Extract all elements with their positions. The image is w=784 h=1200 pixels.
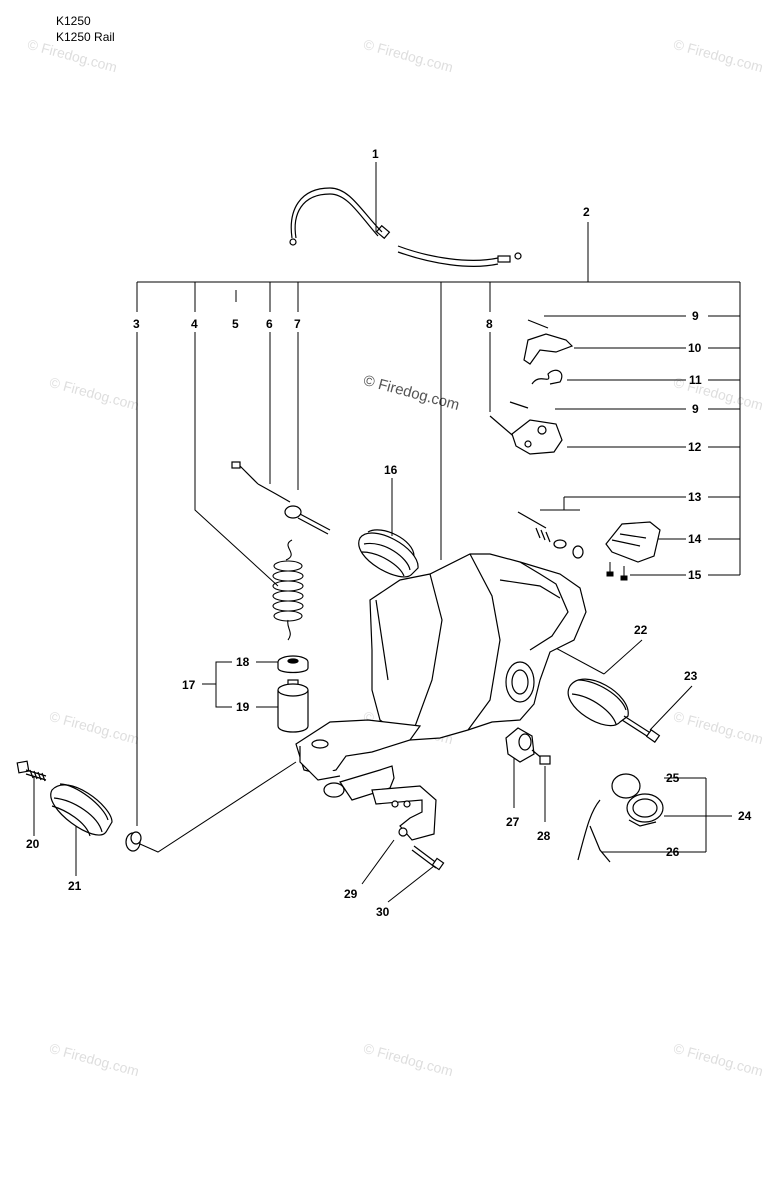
bracket-bolt-part [411, 845, 445, 871]
rubber-mount-part [505, 727, 535, 763]
pin-spring-part [517, 511, 584, 559]
mount-screw-part [531, 749, 551, 765]
small-screw-part [606, 562, 628, 581]
buffer-cap-part [277, 655, 309, 674]
spring-part [272, 539, 304, 641]
model-variant-label: K1250 Rail [56, 30, 115, 44]
callout-label: 30 [376, 905, 390, 919]
screw-part [16, 760, 47, 782]
callout-label: 20 [26, 837, 40, 851]
callout-label: 23 [684, 669, 698, 683]
throttle-rod-part [231, 461, 331, 535]
callout-label: 10 [688, 341, 702, 355]
callout-label: 14 [688, 532, 702, 546]
long-screw-part [621, 715, 661, 743]
callout-label: 5 [232, 317, 239, 331]
callout-label: 24 [738, 809, 752, 823]
callout-label: 9 [692, 309, 699, 323]
callout-label: 12 [688, 440, 702, 454]
main-frame-housing [369, 553, 587, 741]
rubber-bellows-part [358, 529, 419, 578]
throttle-cable-part [289, 187, 522, 267]
callout-label: 22 [634, 623, 648, 637]
callout-label: 13 [688, 490, 702, 504]
callout-label: 4 [191, 317, 198, 331]
callout-label: 18 [236, 655, 250, 669]
callout-label: 19 [236, 700, 250, 714]
callout-label: 28 [537, 829, 551, 843]
callout-label: 27 [506, 815, 520, 829]
diagram-header: K1250 K1250 Rail [56, 13, 115, 45]
rear-bellows-part [567, 678, 629, 727]
fuel-cap-part [577, 773, 664, 863]
callout-label: 16 [384, 463, 398, 477]
callout-label: 7 [294, 317, 301, 331]
callout-label: 29 [344, 887, 358, 901]
callout-label: 15 [688, 568, 702, 582]
callout-labels: 1 2 3 4 5 6 7 8 9 10 11 9 12 13 14 15 16… [26, 147, 752, 919]
callout-label: 2 [583, 205, 590, 219]
callout-label: 3 [133, 317, 140, 331]
callout-label: 8 [486, 317, 493, 331]
grommet-part [125, 831, 142, 852]
callout-label: 11 [689, 373, 702, 387]
support-bracket-part [295, 719, 437, 841]
callout-label: 26 [666, 845, 680, 859]
trigger-assembly-part [489, 319, 574, 455]
model-label: K1250 [56, 14, 91, 28]
callout-label: 6 [266, 317, 273, 331]
callout-label: 9 [692, 402, 699, 416]
callout-label: 17 [182, 678, 196, 692]
callout-label: 25 [666, 771, 680, 785]
damper-cylinder-part [277, 679, 309, 733]
throttle-lockout-part [605, 521, 661, 563]
rubber-buffer-part [50, 783, 113, 837]
callout-label: 1 [372, 147, 379, 161]
callout-label: 21 [68, 879, 82, 893]
